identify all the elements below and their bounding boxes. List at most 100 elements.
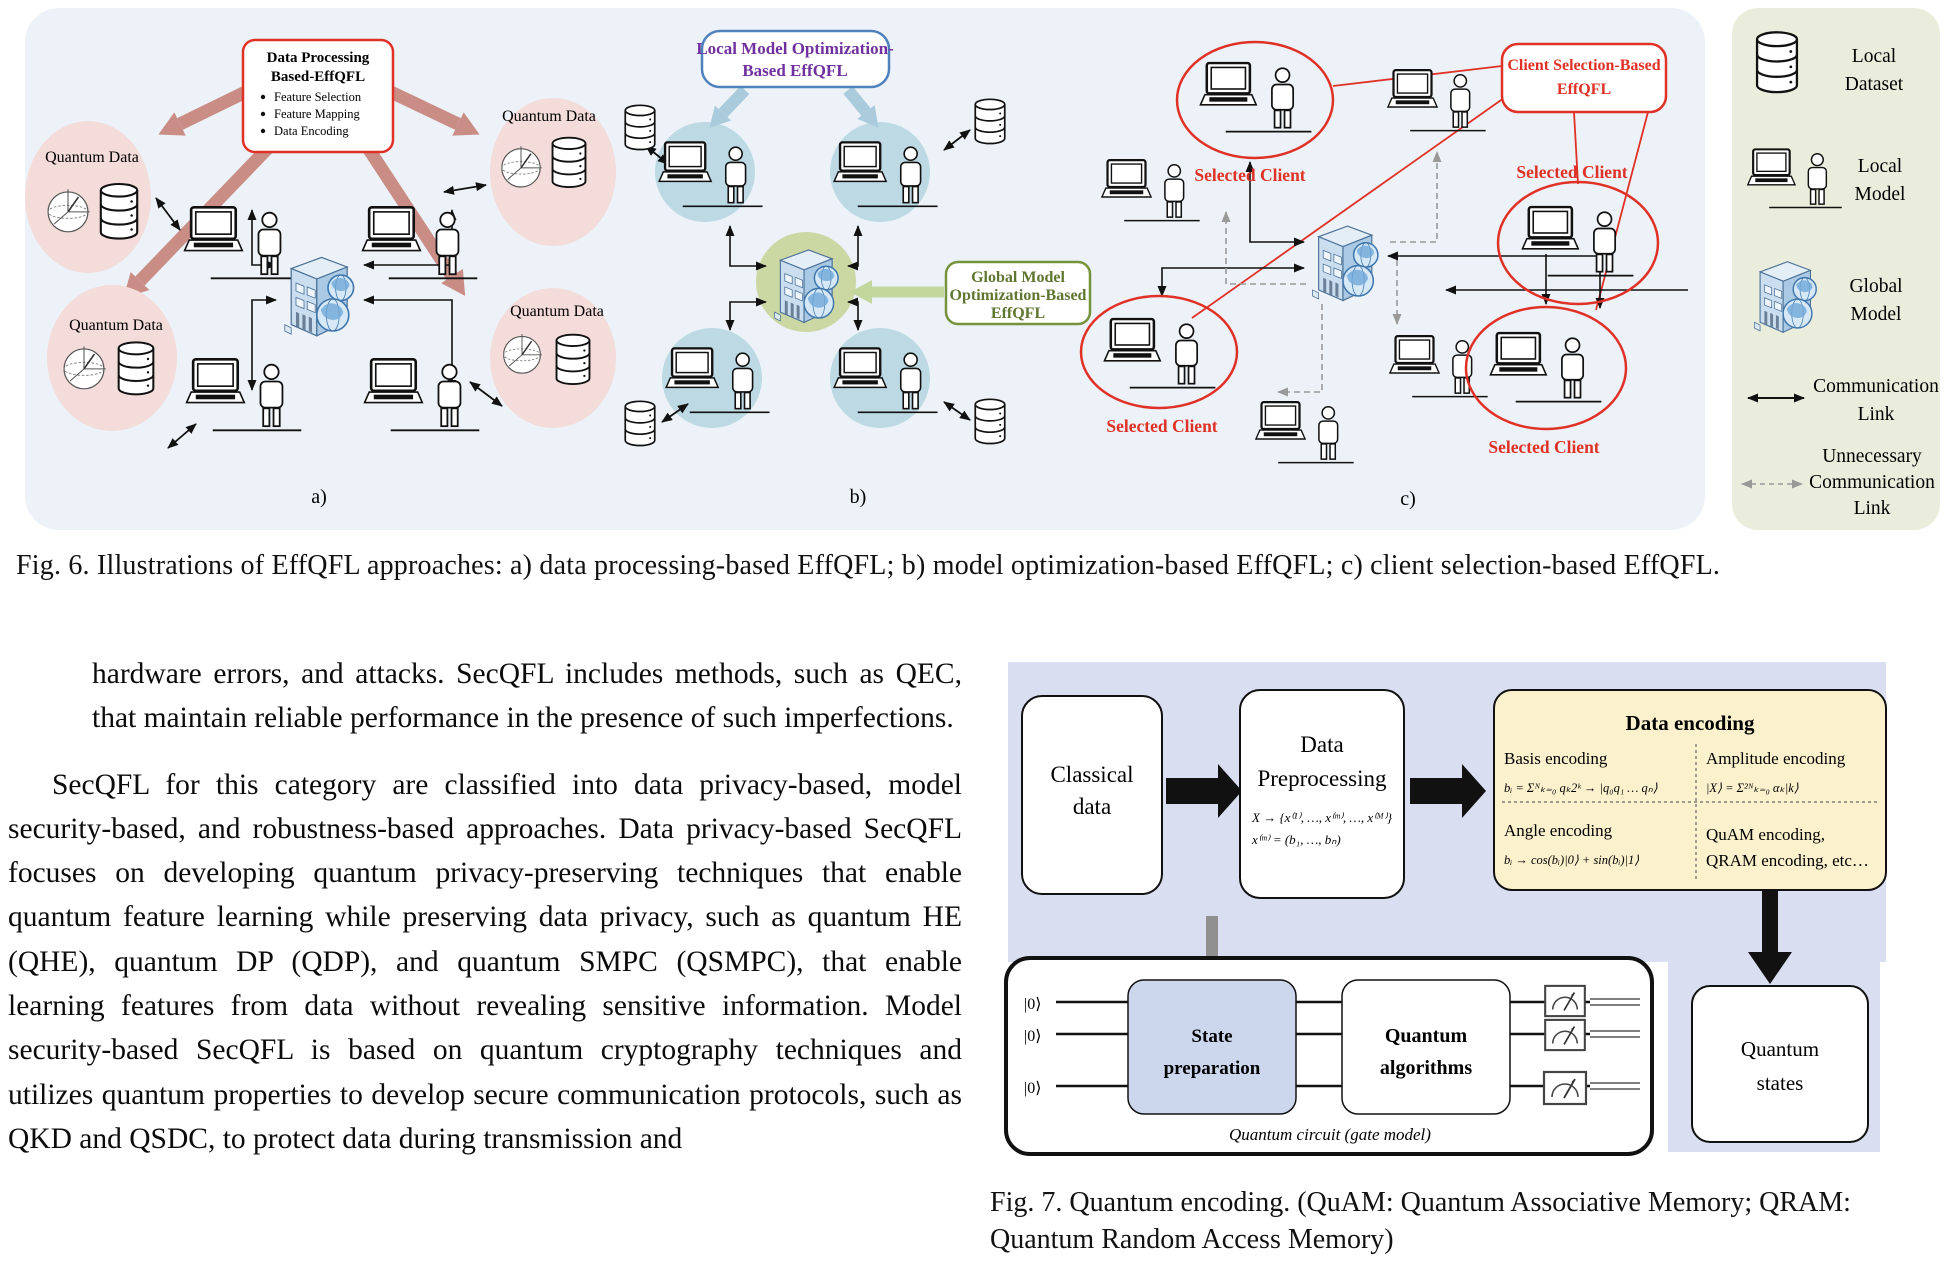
encoding-label: Basis encoding <box>1504 749 1608 768</box>
legend-label: Local <box>1858 156 1903 177</box>
figure-7-caption-line1: Fig. 7. Quantum encoding. (QuAM: Quantum… <box>990 1187 1851 1218</box>
selected-client-label: Selected Client <box>1106 416 1217 436</box>
database-icon <box>117 341 155 396</box>
classical-data-box: Classical data <box>1021 695 1163 895</box>
selected-client-label: Selected Client <box>1488 437 1599 457</box>
quantum-data-label: Quantum Data <box>69 317 163 334</box>
box-bullet: Feature Selection <box>274 90 362 104</box>
panel-a: Quantum Data Quantum Data Quantum Data Q… <box>25 38 616 508</box>
box-label: algorithms <box>1380 1057 1472 1079</box>
selected-client-label: Selected Client <box>1516 162 1627 182</box>
figure-7-caption-line2: Quantum Random Access Memory) <box>990 1224 1394 1255</box>
legend-label: Model <box>1855 184 1906 205</box>
encoding-label: Angle encoding <box>1504 821 1613 840</box>
global-model-box: Global Model Optimization-Based EffQFL <box>944 260 1092 326</box>
data-preprocessing-box: Data Preprocessing X → {x⁽¹⁾, …, x⁽ᵐ⁾, …… <box>1239 689 1405 899</box>
box-title: Client Selection-Based <box>1507 57 1660 74</box>
quantum-data-group: Quantum Data <box>47 285 177 431</box>
box-label: states <box>1757 1071 1804 1095</box>
quantum-data-group: Quantum Data <box>490 98 616 246</box>
subfigure-label-b: b) <box>850 486 867 508</box>
flow-arrow-icon <box>1166 764 1242 818</box>
flow-arrow-icon <box>1410 764 1486 818</box>
database-icon <box>624 104 656 151</box>
circuit-caption: Quantum circuit (gate model) <box>1229 1125 1431 1144</box>
box-label: Preprocessing <box>1257 766 1387 791</box>
quantum-circuit-box: |0⟩ |0⟩ |0⟩ State preparation Quantum al… <box>1004 956 1654 1156</box>
legend-label: Link <box>1858 404 1895 425</box>
box-title: Local Model Optimization- <box>696 39 894 58</box>
box-title: EffQFL <box>1557 81 1611 98</box>
legend-label: Dataset <box>1845 74 1904 95</box>
legend-label: Communication <box>1809 472 1935 493</box>
box-bullet: Feature Mapping <box>274 107 360 121</box>
formula: X → {x⁽¹⁾, …, x⁽ᵐ⁾, …, x⁽ᴹ⁾} <box>1251 810 1393 825</box>
article-column: hardware errors, and attacks. SecQFL inc… <box>8 652 962 1262</box>
figure-7: Classical data Data Preprocessing X → {x… <box>990 650 1946 1175</box>
box-title: Based-EffQFL <box>271 69 365 85</box>
classical-wire-icon <box>1590 998 1640 1090</box>
state-preparation-box <box>1127 979 1297 1115</box>
quantum-data-label: Quantum Data <box>502 108 596 125</box>
figure-legend: Local Dataset Local Model Global Model C… <box>1741 31 1939 519</box>
box-title: Based EffQFL <box>742 61 847 80</box>
client-selection-box: Client Selection-Based EffQFL <box>1500 42 1668 114</box>
box-label: State <box>1191 1026 1232 1047</box>
figure-7-caption: Fig. 7. Quantum encoding. (QuAM: Quantum… <box>990 1184 1930 1258</box>
box-label: Quantum <box>1385 1025 1468 1047</box>
server-icon <box>283 256 355 337</box>
encoding-label: QRAM encoding, etc… <box>1706 851 1869 870</box>
paragraph-continuation: hardware errors, and attacks. SecQFL inc… <box>92 658 962 735</box>
box-title: Optimization-Based <box>950 287 1087 304</box>
box-label: preparation <box>1164 1058 1261 1079</box>
panel-c: Selected Client Selected Client Selected… <box>1079 40 1688 510</box>
data-encoding-box: Data encoding Basis encoding bᵢ = Σᴺₖ₌₀ … <box>1493 689 1887 891</box>
qubit-label: |0⟩ <box>1024 1080 1041 1097</box>
quantum-states-box: Quantum states <box>1691 985 1869 1143</box>
database-icon <box>99 182 139 240</box>
quantum-algorithms-box <box>1341 979 1511 1115</box>
formula: x⁽ᵐ⁾ = (b₁, …, bₙ) <box>1251 832 1341 847</box>
quantum-data-label: Quantum Data <box>45 149 139 166</box>
database-icon <box>974 98 1006 145</box>
legend-label: Local <box>1852 46 1897 67</box>
database-icon <box>1755 31 1799 94</box>
data-processing-box: Data Processing Based-EffQFL Feature Sel… <box>241 38 395 154</box>
subfigure-label-c: c) <box>1400 488 1416 510</box>
local-optimization-arrows <box>709 85 879 128</box>
legend-label: Link <box>1854 498 1891 519</box>
flow-arrow-down-icon <box>1748 890 1792 984</box>
server-icon <box>1311 225 1379 302</box>
figure-6: Quantum Data Quantum Data Quantum Data Q… <box>25 8 1940 530</box>
box-title: Data encoding <box>1626 711 1755 735</box>
quantum-data-group: Quantum Data <box>25 121 151 273</box>
local-model-box: Local Model Optimization- Based EffQFL <box>696 29 894 89</box>
box-label: Classical <box>1050 762 1133 787</box>
legend-label: Unnecessary <box>1822 446 1922 467</box>
quantum-data-label: Quantum Data <box>510 303 604 320</box>
encoding-label: QuAM encoding, <box>1706 825 1825 844</box>
selected-client-label: Selected Client <box>1194 165 1305 185</box>
database-icon <box>974 398 1006 445</box>
legend-label: Communication <box>1813 376 1939 397</box>
formula: |X⟩ = Σ²ᴺₖ₌₀ αₖ|k⟩ <box>1706 781 1799 795</box>
subfigure-label-a: a) <box>311 486 327 508</box>
qubit-label: |0⟩ <box>1024 996 1041 1013</box>
legend-label: Global <box>1849 276 1903 297</box>
box-title: Data Processing <box>267 50 370 66</box>
formula: bᵢ → cos(bᵢ)|0⟩ + sin(bᵢ)|1⟩ <box>1504 853 1639 867</box>
box-label: data <box>1073 794 1111 819</box>
qubit-label: |0⟩ <box>1024 1028 1041 1045</box>
database-icon <box>551 136 587 189</box>
box-label: Quantum <box>1741 1037 1819 1061</box>
measurement-icon <box>1544 1018 1586 1052</box>
database-icon <box>624 400 656 447</box>
box-bullet: Data Encoding <box>274 124 349 138</box>
database-icon <box>555 333 591 386</box>
server-icon <box>1753 261 1817 334</box>
encoding-label: Amplitude encoding <box>1706 749 1846 768</box>
box-title: Global Model <box>971 269 1065 286</box>
global-model-arrow <box>850 280 944 304</box>
figure-6-caption: Fig. 6. Illustrations of EffQFL approach… <box>16 550 1721 581</box>
panel-b: Local Model Optimization- Based EffQFL G… <box>624 29 1092 508</box>
